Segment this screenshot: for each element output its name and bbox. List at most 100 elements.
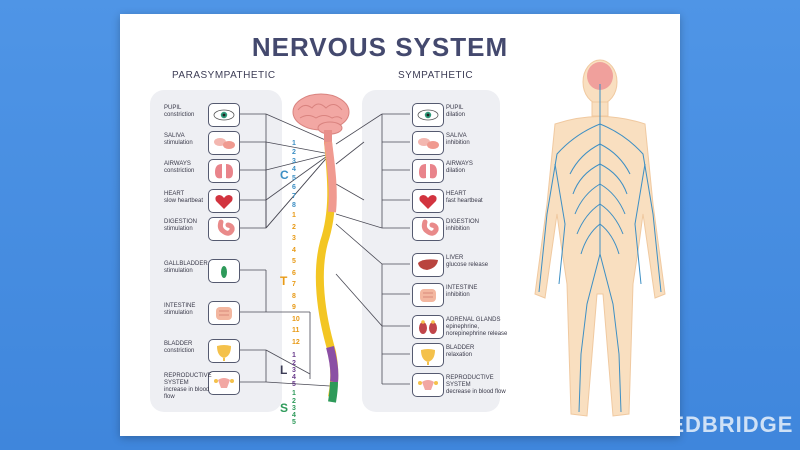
lungs-icon	[208, 159, 240, 183]
page-title: NERVOUS SYSTEM	[251, 32, 509, 62]
item-effect: stimulation	[164, 140, 193, 146]
segment-l5: 5	[292, 381, 296, 389]
item-name: LIVER	[446, 255, 464, 261]
item-effect: glucose release	[446, 262, 489, 268]
item-effect: stimulation	[164, 310, 193, 316]
item-name: SALIVA	[164, 133, 185, 139]
sympathetic-heading: SYMPATHETIC	[398, 70, 474, 81]
item-effect: relaxation	[446, 352, 473, 358]
intestine-icon	[412, 283, 444, 307]
gallbladder-icon	[208, 259, 240, 283]
item-effect: inhibition	[446, 226, 470, 232]
item-name: PUPIL	[446, 105, 464, 111]
item-effect: decrease in blood flow	[446, 389, 506, 395]
segment-l4: 4	[292, 374, 296, 381]
item-name: SALIVA	[446, 133, 467, 139]
segment-l2: 2	[292, 359, 296, 367]
lungs-icon	[412, 159, 444, 183]
segment-t9: 9	[292, 304, 296, 312]
region-t: T	[280, 274, 288, 289]
segment-c7: 7	[292, 192, 296, 200]
item-effect: stimulation	[164, 268, 193, 274]
segment-t1: 1	[292, 212, 296, 220]
segment-s1: 1	[292, 390, 296, 398]
region-s: S	[280, 401, 289, 416]
reproductive-icon	[208, 371, 240, 395]
region-l: L	[280, 363, 288, 378]
item-effect: fast heartbeat	[446, 198, 483, 204]
segment-s4: 4	[292, 412, 296, 419]
item-effect: dilation	[446, 168, 466, 174]
segment-s5: 5	[292, 419, 296, 427]
eye-icon	[208, 103, 240, 127]
segment-t4: 4	[292, 246, 296, 254]
segment-t12: 12	[292, 338, 300, 346]
segment-c8: 8	[292, 201, 296, 209]
parasympathetic-heading: PARASYMPATHETIC	[172, 70, 276, 81]
segment-l1: 1	[292, 352, 296, 360]
segment-t7: 7	[292, 281, 296, 289]
item-effect: constriction	[164, 168, 195, 174]
item-name: AIRWAYS	[446, 161, 473, 167]
segment-c2: 2	[292, 148, 296, 156]
item-name: HEART	[164, 191, 185, 197]
segment-c4: 4	[292, 166, 296, 174]
item-effect: increase in blood flow	[164, 387, 210, 400]
reproductive-icon	[412, 373, 444, 397]
heart-icon	[208, 189, 240, 213]
item-effect: epinephrine, norepinephrine release	[446, 324, 508, 337]
item-name: REPRODUCTIVE SYSTEM	[164, 373, 212, 386]
connector-lines	[240, 113, 410, 387]
diagram-card: NERVOUS SYSTEM PARASYMPATHETIC SYMPATHET…	[120, 14, 680, 436]
item-effect: inhibition	[446, 292, 470, 298]
item-name: BLADDER	[446, 345, 475, 351]
item-name: GALLBLADDER	[164, 261, 208, 267]
brain-spine-illustration	[292, 93, 350, 403]
eye-icon	[412, 103, 444, 127]
segment-t2: 2	[292, 223, 296, 231]
segment-s3: 3	[292, 404, 296, 412]
item-name: HEART	[446, 191, 467, 197]
item-name: AIRWAYS	[164, 161, 191, 167]
item-effect: slow heartbeat	[164, 198, 204, 204]
item-effect: dilation	[446, 112, 466, 118]
item-name: PUPIL	[164, 105, 182, 111]
bladder-icon	[412, 343, 444, 367]
stomach-icon	[412, 217, 444, 241]
item-effect: constriction	[164, 112, 195, 118]
item-name: REPRODUCTIVE SYSTEM	[446, 375, 494, 388]
item-name: DIGESTION	[164, 219, 198, 225]
kidney-icon	[412, 315, 444, 339]
item-effect: stimulation	[164, 226, 193, 232]
segment-c6: 6	[292, 184, 296, 191]
segment-c3: 3	[292, 157, 296, 165]
segment-l3: 3	[292, 366, 296, 374]
segment-t5: 5	[292, 258, 296, 266]
segment-c5: 5	[292, 175, 296, 183]
segment-t10: 10	[292, 315, 300, 323]
brain-icon	[292, 93, 350, 144]
segment-s2: 2	[292, 397, 296, 405]
intestine-icon	[208, 301, 240, 325]
brand-watermark: MEDBRIDGE	[650, 412, 794, 437]
item-name: INTESTINE	[446, 285, 478, 291]
item-name: BLADDER	[164, 341, 193, 347]
segment-t8: 8	[292, 292, 296, 300]
item-name: ADRENAL GLANDS	[446, 317, 501, 323]
salivary-gland-icon	[412, 131, 444, 155]
stomach-icon	[208, 217, 240, 241]
